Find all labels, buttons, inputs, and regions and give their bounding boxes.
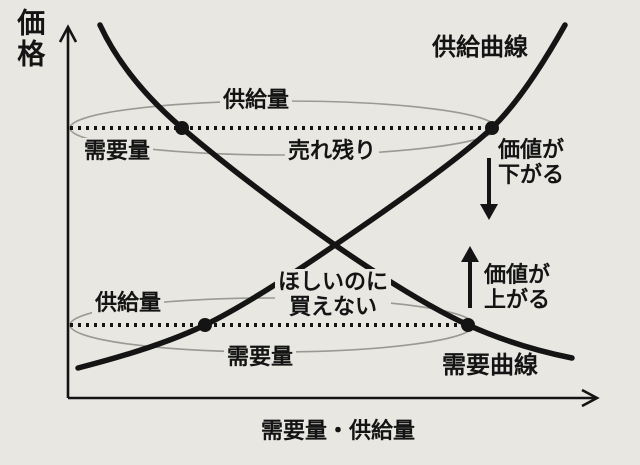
shortage-label: ほしいのに 買えない bbox=[274, 269, 392, 320]
upper-demand-quantity-label: 需要量 bbox=[80, 138, 154, 164]
upper-supply-point bbox=[485, 121, 499, 135]
shortage-label-line2: 買えない bbox=[274, 294, 392, 320]
lower-demand-quantity-label: 需要量 bbox=[223, 344, 297, 370]
supply-curve bbox=[75, 22, 568, 371]
lower-supply-point bbox=[198, 318, 212, 332]
surplus-label: 売れ残り bbox=[284, 138, 380, 164]
value-up-label-line2: 上がる bbox=[484, 287, 551, 313]
value-down-arrowhead-icon bbox=[480, 204, 498, 220]
y-axis-label: 価格 bbox=[14, 8, 46, 70]
value-up-arrowhead-icon bbox=[461, 246, 479, 262]
lower-supply-quantity-label: 供給量 bbox=[91, 290, 165, 316]
value-down-label-line1: 価値が bbox=[498, 137, 565, 162]
value-down-label-line2: 下がる bbox=[498, 162, 565, 188]
shortage-label-line1: ほしいのに bbox=[274, 269, 392, 295]
upper-demand-point bbox=[175, 121, 189, 135]
value-up-label: 価値が 上がる bbox=[484, 262, 550, 313]
upper-supply-quantity-label: 供給量 bbox=[219, 87, 293, 113]
demand-curve-label: 需要曲線 bbox=[442, 352, 538, 379]
x-axis-label: 需要量・供給量 bbox=[260, 418, 416, 443]
lower-demand-point bbox=[461, 318, 475, 332]
value-up-label-line1: 価値が bbox=[484, 262, 551, 287]
value-down-label: 価値が 下がる bbox=[498, 137, 564, 188]
x-axis-arrowhead bbox=[581, 388, 600, 408]
y-axis-arrowhead bbox=[58, 24, 78, 43]
supply-curve-label: 供給曲線 bbox=[432, 34, 528, 61]
